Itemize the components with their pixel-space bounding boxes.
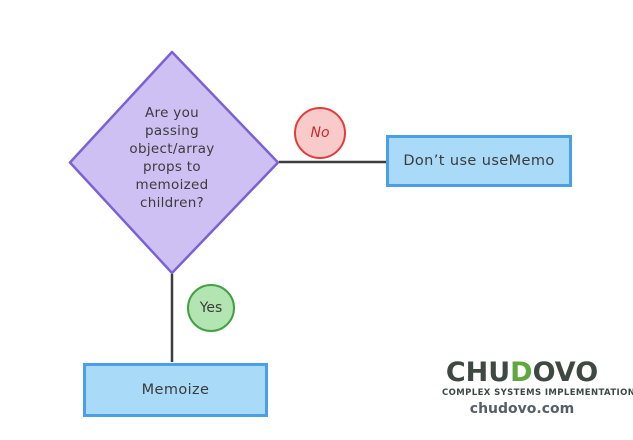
memoize-label: Memoize: [141, 382, 210, 398]
decision-line: props to: [143, 159, 201, 175]
decision-line: object/array: [129, 141, 215, 157]
logo-text-chu: CHU: [445, 357, 511, 388]
dont-use-usememo-label: Don’t use useMemo: [403, 153, 555, 169]
no-label-text: No: [310, 125, 330, 141]
yes-label-badge: Yes: [187, 284, 235, 332]
logo-text-ovo: OVO: [532, 357, 599, 388]
decision-line: memoized: [135, 177, 209, 193]
decision-line: Are you: [145, 105, 199, 121]
chudovo-branding: CHUDOVO COMPLEX SYSTEMS IMPLEMENTATION c…: [442, 359, 633, 418]
decision-diamond-label: Are you passing object/array props to me…: [97, 104, 247, 212]
chudovo-logo: CHUDOVO: [442, 359, 602, 387]
decision-diamond-shape: [68, 50, 280, 275]
yes-label-text: Yes: [199, 300, 223, 316]
no-label-badge: No: [294, 107, 346, 159]
logo-website: chudovo.com: [469, 401, 575, 417]
logo-tagline: COMPLEX SYSTEMS IMPLEMENTATION: [442, 388, 633, 398]
decision-line: children?: [139, 195, 205, 211]
logo-text-d: D: [510, 357, 533, 388]
memoize-node: Memoize: [83, 363, 268, 417]
dont-use-usememo-node: Don’t use useMemo: [386, 135, 572, 187]
decision-line: passing: [145, 123, 199, 139]
